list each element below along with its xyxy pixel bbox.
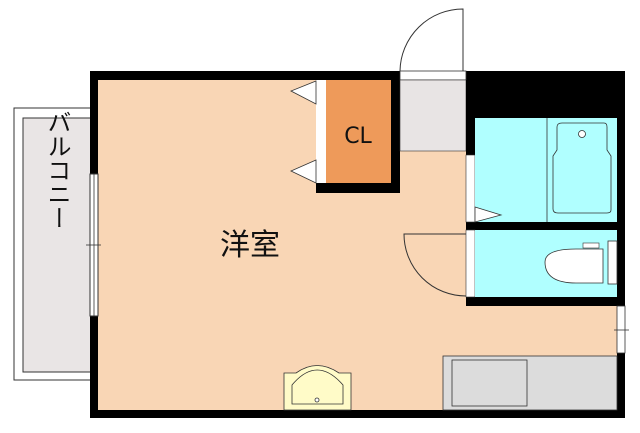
balcony-label: バルコニー [43, 110, 71, 230]
kitchen-sink [451, 359, 528, 407]
balcony [13, 107, 93, 381]
wash-basin [283, 365, 352, 411]
closet [290, 80, 400, 193]
toilet-door-frame [465, 229, 476, 298]
toilet-room [475, 230, 618, 297]
balcony-window[interactable] [86, 173, 101, 317]
bathroom-door[interactable] [465, 154, 476, 223]
entrance-door[interactable] [399, 8, 464, 72]
closet-door-right[interactable] [290, 159, 317, 184]
bathtub [552, 122, 612, 214]
kitchen-counter [442, 355, 618, 411]
kitchen-window[interactable] [614, 305, 629, 354]
toilet-bowl [544, 248, 604, 284]
entrance [399, 70, 467, 152]
toilet-door[interactable] [403, 233, 467, 297]
bathroom-door-swing [474, 206, 503, 223]
main-room-label: 洋室 [220, 228, 280, 263]
bathtub-drain [578, 130, 586, 138]
closet-door-left[interactable] [290, 80, 317, 105]
closet-label: CL [344, 124, 372, 149]
toilet-tank [607, 240, 618, 285]
bathroom [474, 118, 617, 223]
